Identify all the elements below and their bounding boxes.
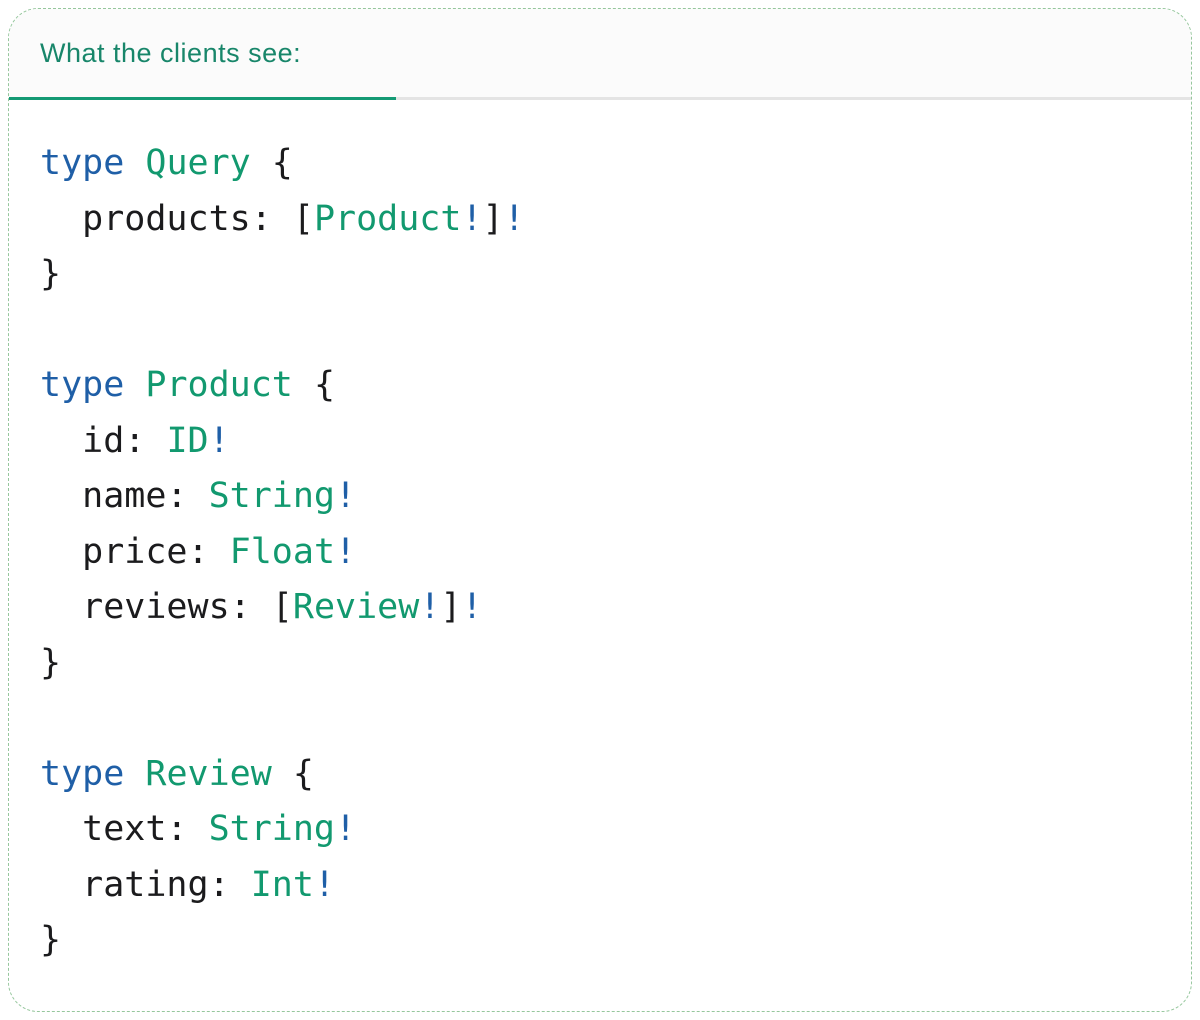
code-line: rating: Int! <box>40 858 1160 914</box>
code-token-typename: Float <box>229 531 336 572</box>
code-line: } <box>40 247 1160 303</box>
code-token-plain: { <box>292 365 336 405</box>
code-token-typename: Query <box>145 143 251 183</box>
code-token-plain: ] <box>482 198 504 239</box>
code-token-keyword: type <box>40 365 125 405</box>
schema-card: What the clients see: type Query { produ… <box>8 8 1192 1012</box>
code-token-bang: ! <box>419 587 441 627</box>
code-token-bang: ! <box>313 864 336 905</box>
code-token-plain: ] <box>440 587 462 627</box>
tab-what-the-clients-see[interactable]: What the clients see: <box>9 9 396 100</box>
code-token-plain <box>124 143 145 183</box>
code-token-plain: { <box>250 143 293 183</box>
code-token-keyword: type <box>40 143 125 183</box>
code-token-keyword: type <box>40 753 125 794</box>
code-token-plain: reviews: [ <box>40 587 293 627</box>
code-token-plain: } <box>40 642 62 683</box>
code-token-bang: ! <box>503 198 525 239</box>
code-line: type Product { <box>40 358 1160 414</box>
code-token-typename: String <box>208 809 336 849</box>
code-token-bang: ! <box>335 531 357 572</box>
code-token-typename: Review <box>292 587 420 627</box>
code-line: reviews: [Review!]! <box>40 580 1160 636</box>
code-token-typename: Product <box>145 365 293 405</box>
code-token-plain: text: <box>40 809 209 849</box>
code-line: } <box>40 913 1160 969</box>
code-line <box>40 691 1160 747</box>
code-block: type Query { products: [Product!]!}type … <box>40 136 1160 969</box>
code-line: id: ID! <box>40 414 1160 470</box>
code-token-plain: rating: <box>40 864 251 905</box>
code-token-plain: } <box>40 254 62 294</box>
code-line: price: Float! <box>40 525 1160 581</box>
code-token-plain: price: <box>40 531 230 572</box>
code-token-bang: ! <box>208 420 230 461</box>
code-line: type Query { <box>40 136 1160 192</box>
code-token-plain: } <box>40 920 62 960</box>
code-token-plain: { <box>271 753 314 794</box>
code-token-plain: products: [ <box>40 198 314 239</box>
code-token-typename: String <box>208 476 336 516</box>
tab-label: What the clients see: <box>40 37 302 68</box>
code-line: name: String! <box>40 469 1160 525</box>
code-token-typename: Int <box>250 864 314 905</box>
code-line: text: String! <box>40 802 1160 858</box>
code-token-bang: ! <box>335 476 357 516</box>
code-panel: type Query { products: [Product!]!}type … <box>9 100 1191 969</box>
tab-bar: What the clients see: <box>9 9 1191 100</box>
code-token-bang: ! <box>461 198 483 239</box>
code-token-typename: Product <box>313 198 462 239</box>
code-line: products: [Product!]! <box>40 192 1160 248</box>
code-token-bang: ! <box>335 809 357 849</box>
code-token-typename: Review <box>145 753 272 794</box>
code-line <box>40 303 1160 359</box>
code-token-plain: name: <box>40 476 209 516</box>
code-token-plain: id: <box>40 420 167 461</box>
code-token-plain <box>124 365 145 405</box>
code-line: } <box>40 636 1160 692</box>
code-token-plain <box>124 754 145 794</box>
code-token-bang: ! <box>461 587 483 627</box>
code-line: type Review { <box>40 747 1160 803</box>
code-token-typename: ID <box>166 420 209 461</box>
